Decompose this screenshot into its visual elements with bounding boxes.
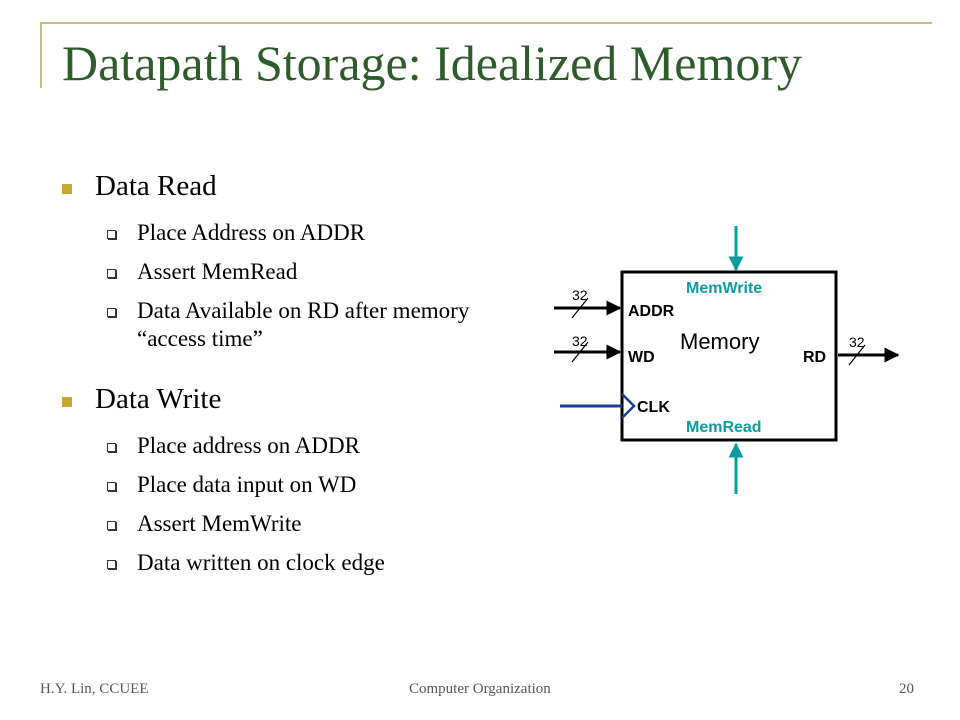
rd-bus-width: 32 (849, 334, 865, 350)
memory-diagram-svg: 32 32 32 MemWrite ADDR Memory WD RD CLK … (554, 226, 900, 494)
rd-bus-slash (848, 344, 866, 366)
hollow-square-bullet-icon (107, 482, 116, 491)
section-heading-read: Data Read (62, 172, 502, 201)
memory-block (620, 270, 838, 442)
list-item: Place address on ADDR (62, 432, 502, 460)
list-item: Place data input on WD (62, 471, 502, 499)
hollow-square-bullet-icon (107, 443, 116, 452)
addr-bus-width: 32 (572, 287, 588, 303)
list-item: Data Available on RD after memory “acces… (62, 297, 502, 353)
list-item-text: Assert MemWrite (137, 511, 302, 536)
hollow-square-bullet-icon (107, 230, 116, 239)
addr-bus-slash (571, 297, 589, 319)
slide-title: Datapath Storage: Idealized Memory (62, 35, 802, 91)
frame-left-rule (40, 22, 42, 88)
rd-label: RD (803, 349, 826, 366)
clk-label: CLK (637, 399, 670, 416)
clock-edge-icon (621, 393, 636, 419)
memory-diagram: 32 32 32 MemWrite ADDR Memory WD RD CLK … (550, 218, 910, 508)
wd-bus-slash (571, 341, 589, 363)
square-bullet-icon (62, 184, 72, 194)
list-item-text: Data Available on RD after memory “acces… (137, 298, 470, 351)
footer-course: Computer Organization (409, 681, 551, 697)
memory-block-label: Memory (680, 329, 759, 354)
wd-bus-width: 32 (572, 333, 588, 349)
list-item-text: Data written on clock edge (137, 550, 385, 575)
addr-label: ADDR (628, 303, 675, 320)
memread-label: MemRead (686, 419, 762, 436)
frame-top-rule (40, 22, 932, 24)
list-item-text: Place Address on ADDR (137, 220, 366, 245)
list-item: Place Address on ADDR (62, 219, 502, 247)
footer-author: H.Y. Lin, CCUEE (40, 681, 149, 697)
list-item-text: Assert MemRead (137, 259, 298, 284)
square-bullet-icon (62, 397, 72, 407)
list-item-text: Place address on ADDR (137, 433, 360, 458)
hollow-square-bullet-icon (107, 560, 116, 569)
list-item: Assert MemRead (62, 258, 502, 286)
memwrite-label: MemWrite (686, 280, 762, 297)
hollow-square-bullet-icon (107, 308, 116, 317)
hollow-square-bullet-icon (107, 521, 116, 530)
section-heading-write: Data Write (62, 385, 502, 414)
section-heading-text: Data Read (95, 170, 217, 202)
hollow-square-bullet-icon (107, 269, 116, 278)
list-item: Assert MemWrite (62, 510, 502, 538)
footer-page-number: 20 (899, 681, 914, 697)
list-item-text: Place data input on WD (137, 472, 357, 497)
wd-label: WD (628, 349, 655, 366)
bullet-list: Data Read Place Address on ADDR Assert M… (62, 172, 502, 588)
section-heading-text: Data Write (95, 383, 222, 415)
list-item: Data written on clock edge (62, 549, 502, 577)
